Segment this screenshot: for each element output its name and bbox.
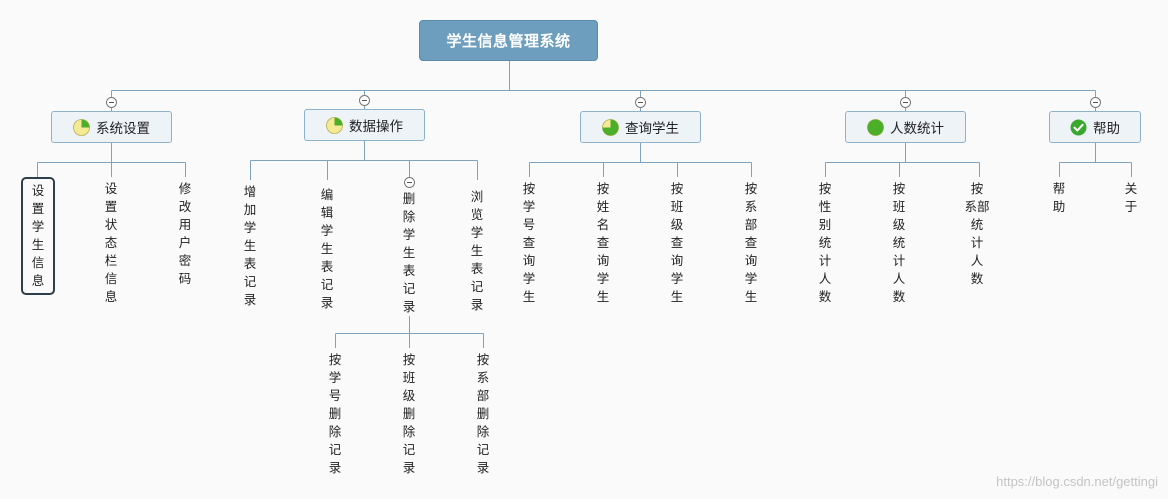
category-node-headcount[interactable]: 人数统计 xyxy=(845,111,966,143)
category-node-data-operations[interactable]: 数据操作 xyxy=(304,109,425,141)
pie-progress-icon xyxy=(326,116,343,134)
pie-progress-icon xyxy=(73,118,90,136)
leaf-node[interactable]: 按学号删除记录 xyxy=(328,352,342,475)
leaf-node[interactable]: 按性别统计人数 xyxy=(818,181,832,304)
pie-progress-icon xyxy=(867,118,884,136)
watermark: https://blog.csdn.net/gettingi xyxy=(996,474,1158,489)
category-label: 查询学生 xyxy=(625,121,679,137)
collapse-toggle-icon[interactable] xyxy=(359,95,370,106)
leaf-node[interactable]: 按系部统计人数 xyxy=(964,181,990,286)
leaf-node[interactable]: 浏览学生表记录 xyxy=(470,189,484,312)
leaf-node[interactable]: 按班级查询学生 xyxy=(670,181,684,304)
collapse-toggle-icon[interactable] xyxy=(404,177,415,188)
leaf-node[interactable]: 按学号查询学生 xyxy=(522,181,536,304)
leaf-node[interactable]: 按班级删除记录 xyxy=(402,352,416,475)
collapse-toggle-icon[interactable] xyxy=(1090,97,1101,108)
collapse-toggle-icon[interactable] xyxy=(900,97,911,108)
leaf-node[interactable]: 修改用户密码 xyxy=(178,181,192,286)
category-label: 帮助 xyxy=(1093,121,1120,137)
collapse-toggle-icon[interactable] xyxy=(106,97,117,108)
leaf-node[interactable]: 删除学生表记录 xyxy=(402,191,416,314)
category-label: 系统设置 xyxy=(96,121,150,137)
leaf-node[interactable]: 按系部查询学生 xyxy=(744,181,758,304)
category-node-help[interactable]: 帮助 xyxy=(1049,111,1141,143)
category-label: 数据操作 xyxy=(349,119,403,135)
category-node-query-students[interactable]: 查询学生 xyxy=(580,111,701,143)
leaf-node[interactable]: 按系部删除记录 xyxy=(476,352,490,475)
category-label: 人数统计 xyxy=(890,121,944,137)
leaf-node[interactable]: 设置状态栏信息 xyxy=(104,181,118,304)
leaf-node[interactable]: 设置学生信息 xyxy=(21,177,55,295)
leaf-node[interactable]: 编辑学生表记录 xyxy=(320,187,334,310)
root-node[interactable]: 学生信息管理系统 xyxy=(419,20,598,61)
leaf-node[interactable]: 按班级统计人数 xyxy=(892,181,906,304)
collapse-toggle-icon[interactable] xyxy=(635,97,646,108)
leaf-node[interactable]: 帮助 xyxy=(1052,181,1066,214)
leaf-node[interactable]: 按姓名查询学生 xyxy=(596,181,610,304)
leaf-node[interactable]: 关于 xyxy=(1124,181,1138,214)
check-circle-icon xyxy=(1070,119,1087,135)
pie-progress-icon xyxy=(602,118,619,136)
category-node-system-settings[interactable]: 系统设置 xyxy=(51,111,172,143)
leaf-node[interactable]: 增加学生表记录 xyxy=(243,184,257,307)
